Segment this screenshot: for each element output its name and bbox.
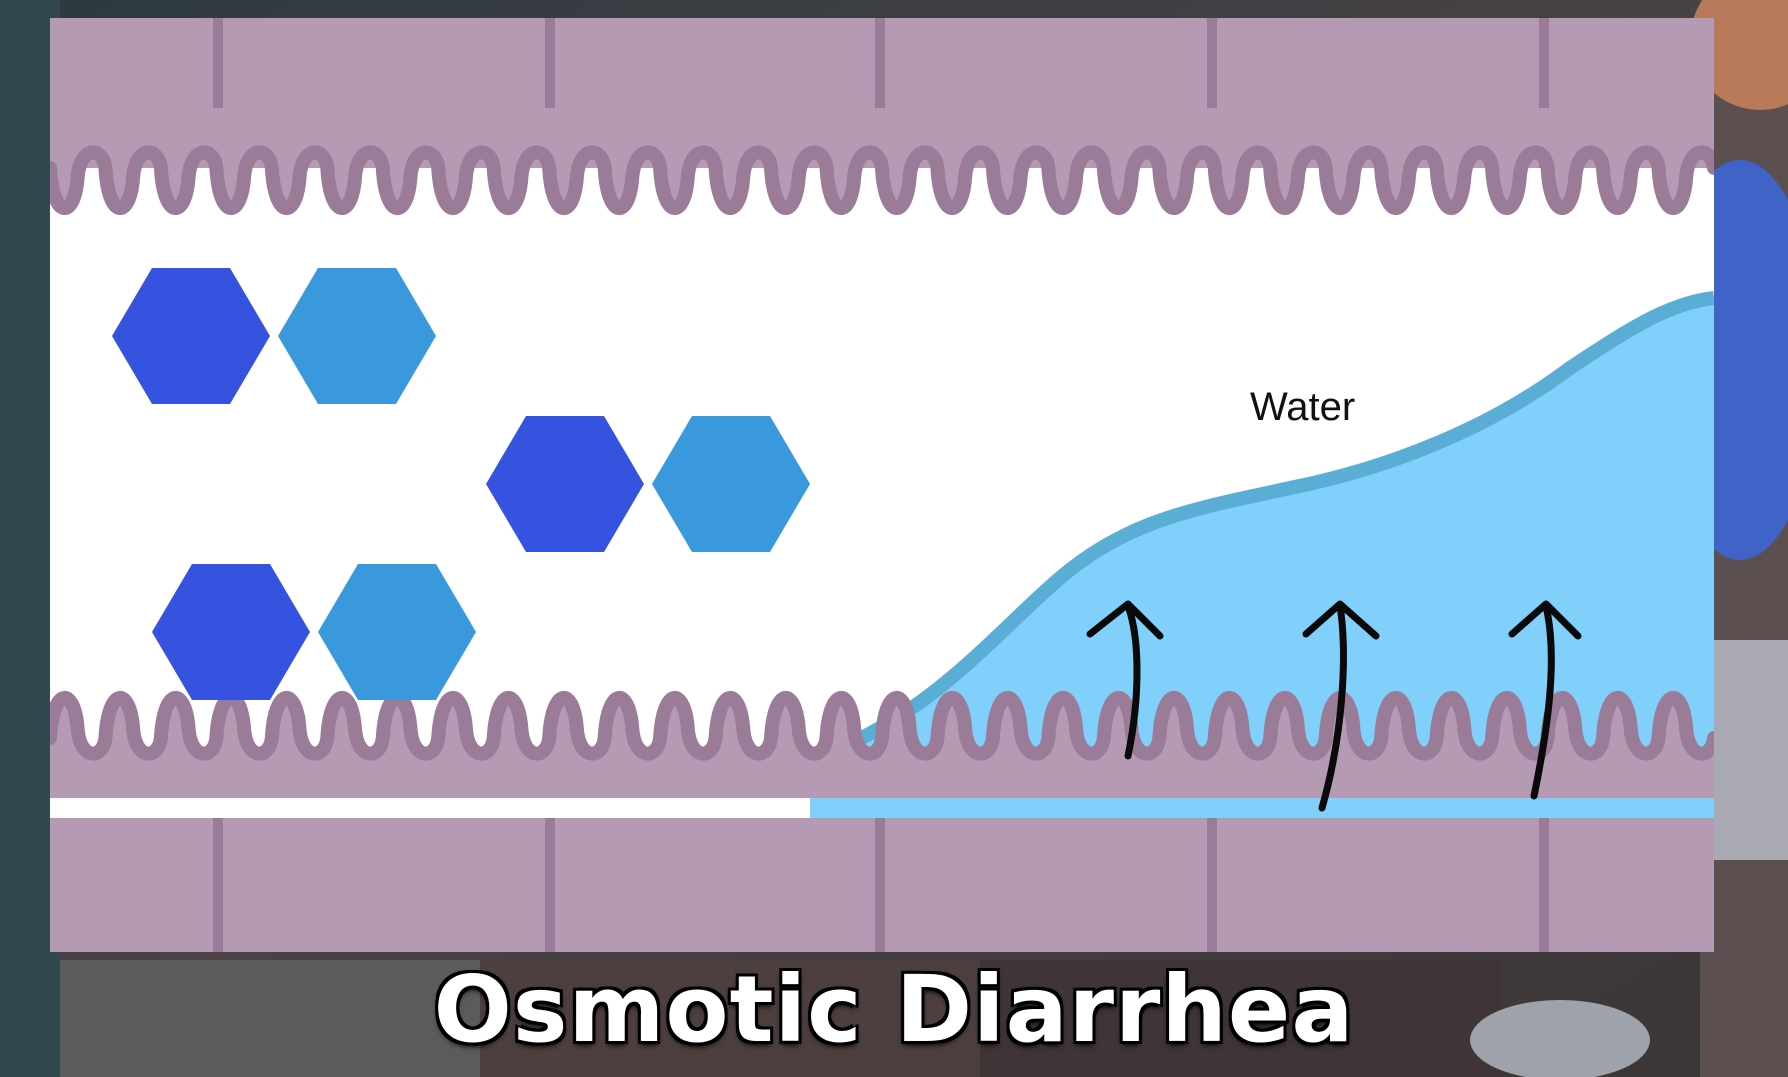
- villi-outline: [50, 145, 1714, 215]
- curved-up-arrow-icon: [1086, 600, 1164, 760]
- osmotic-diarrhea-diagram: Water: [50, 18, 1714, 952]
- hexagon-pair-icon: [112, 268, 270, 404]
- molecule-pair-3: [152, 564, 476, 700]
- molecule-pair-1: [112, 268, 436, 404]
- hexagon-pair-icon: [652, 416, 810, 552]
- water-label: Water: [1250, 385, 1355, 429]
- hexagon-pair-icon: [152, 564, 310, 700]
- caption-title: Osmotic Diarrhea: [433, 956, 1355, 1063]
- water-surface-edge: [807, 291, 1714, 767]
- bottom-villi: [50, 691, 1714, 798]
- hexagon-pair-icon: [486, 416, 644, 552]
- curved-up-arrow-icon: [1508, 600, 1582, 800]
- molecule-pair-2: [486, 416, 810, 552]
- top-villi: [50, 108, 1714, 215]
- villi-outline: [50, 691, 1714, 761]
- hexagon-pair-icon: [278, 268, 436, 404]
- hexagon-pair-icon: [318, 564, 476, 700]
- water-region: [810, 298, 1714, 818]
- curved-up-arrow-icon: [1302, 600, 1380, 812]
